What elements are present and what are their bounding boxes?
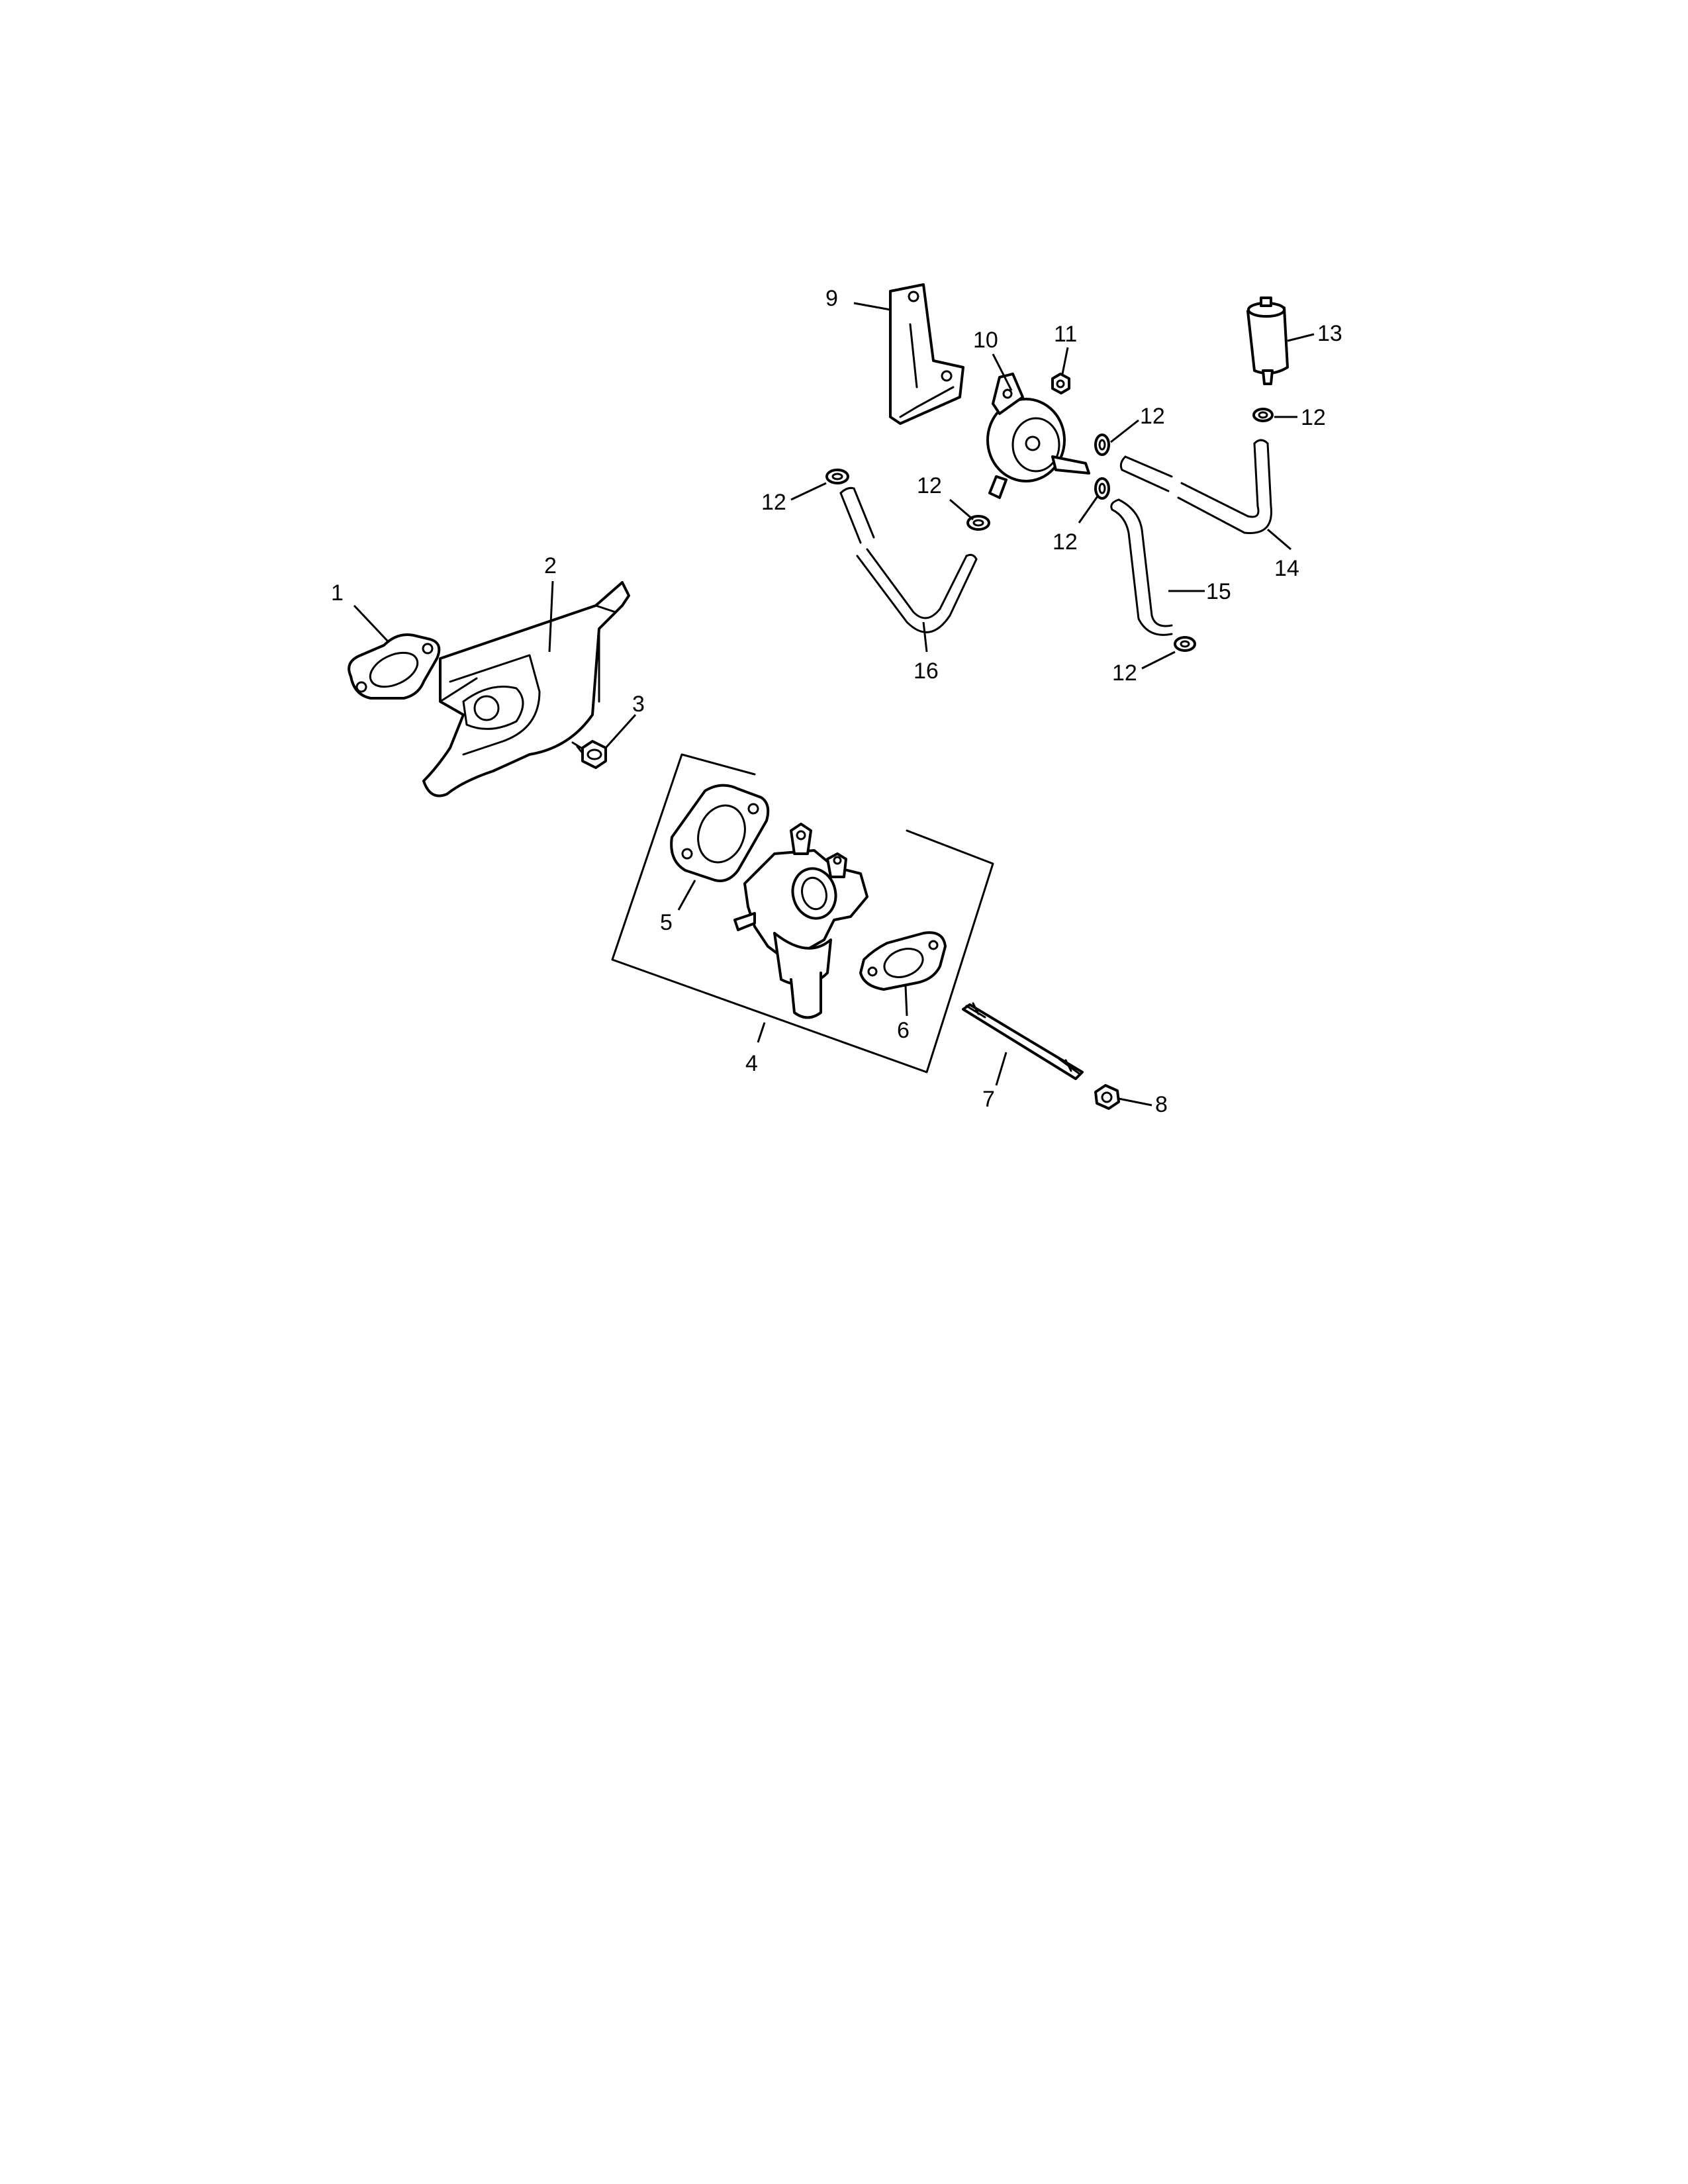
callout-4: 4: [745, 1051, 758, 1076]
part-5-gasket: [670, 784, 770, 882]
part-12-clamp: [1094, 477, 1110, 500]
part-4-carburetor-kit: [611, 753, 994, 1073]
callout-1: 1: [331, 580, 344, 606]
part-9-bracket: [889, 283, 964, 425]
callout-15: 15: [1206, 579, 1231, 604]
callout-7: 7: [982, 1087, 995, 1112]
callout-2: 2: [544, 553, 557, 578]
part-10-fuel-pump: [986, 373, 1090, 499]
part-12-clamp: [1252, 408, 1274, 422]
part-12-clamp: [1094, 433, 1110, 456]
callout-12-d: 12: [1053, 529, 1078, 555]
part-1-gasket: [348, 633, 441, 700]
callout-12-a: 12: [761, 490, 786, 515]
callout-12-e: 12: [1301, 405, 1326, 430]
callout-3: 3: [632, 692, 645, 717]
callout-12-f: 12: [1112, 660, 1137, 686]
part-13-fuel-filter: [1246, 296, 1289, 385]
callout-16: 16: [914, 659, 939, 684]
callout-8: 8: [1155, 1092, 1168, 1117]
callout-10: 10: [973, 328, 998, 353]
callout-13: 13: [1317, 321, 1342, 346]
callout-12-b: 12: [917, 473, 942, 498]
callout-5: 5: [660, 910, 673, 935]
leader-lines: [353, 302, 1315, 1107]
callout-9: 9: [825, 286, 838, 311]
callouts: 1 2 3 4 5 6 7 8 9 10 11 12 12 12 12 12 1…: [331, 286, 1342, 1117]
part-3-bolt: [571, 740, 607, 769]
part-11-bolt: [1051, 373, 1070, 394]
part-16-fuel-line: [839, 486, 978, 633]
callout-14: 14: [1274, 556, 1299, 581]
part-8-nut: [1094, 1084, 1120, 1110]
part-14-fuel-line: [1119, 439, 1272, 534]
callout-6: 6: [897, 1018, 910, 1043]
callout-11: 11: [1054, 322, 1077, 347]
part-12-clamp: [825, 469, 849, 484]
part-15-fuel-line: [1110, 498, 1173, 636]
part-7-stud: [962, 1002, 1084, 1080]
part-6-gasket: [859, 931, 947, 991]
part-2-baffle: [422, 581, 630, 797]
callout-12-c: 12: [1140, 404, 1165, 429]
part-12-clamp: [1174, 636, 1196, 652]
